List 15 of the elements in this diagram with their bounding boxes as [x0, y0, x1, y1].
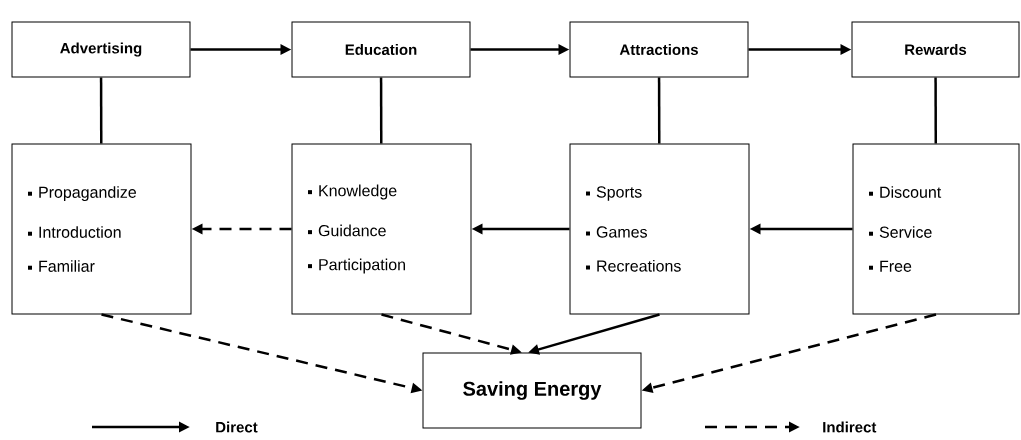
list-box: Discount Service Free [852, 143, 1020, 315]
legend-label: Indirect [823, 421, 877, 433]
result-box: Saving Energy [422, 352, 642, 429]
legend-label: Direct [216, 421, 258, 433]
list-box: Sports Games Recreations [569, 143, 750, 315]
connector-line [379, 77, 383, 144]
stage-box: Advertising [11, 21, 191, 78]
stage-box: Attractions [569, 21, 749, 78]
list-box: Knowledge Guidance Participation [291, 143, 472, 315]
connector-line [934, 77, 937, 144]
stage-box: Rewards [851, 21, 1020, 78]
connector-line [99, 77, 103, 144]
stage-box: Education [291, 21, 471, 78]
list-box: Propagandize Introduction Familiar [11, 143, 192, 315]
connector-line [657, 77, 661, 144]
